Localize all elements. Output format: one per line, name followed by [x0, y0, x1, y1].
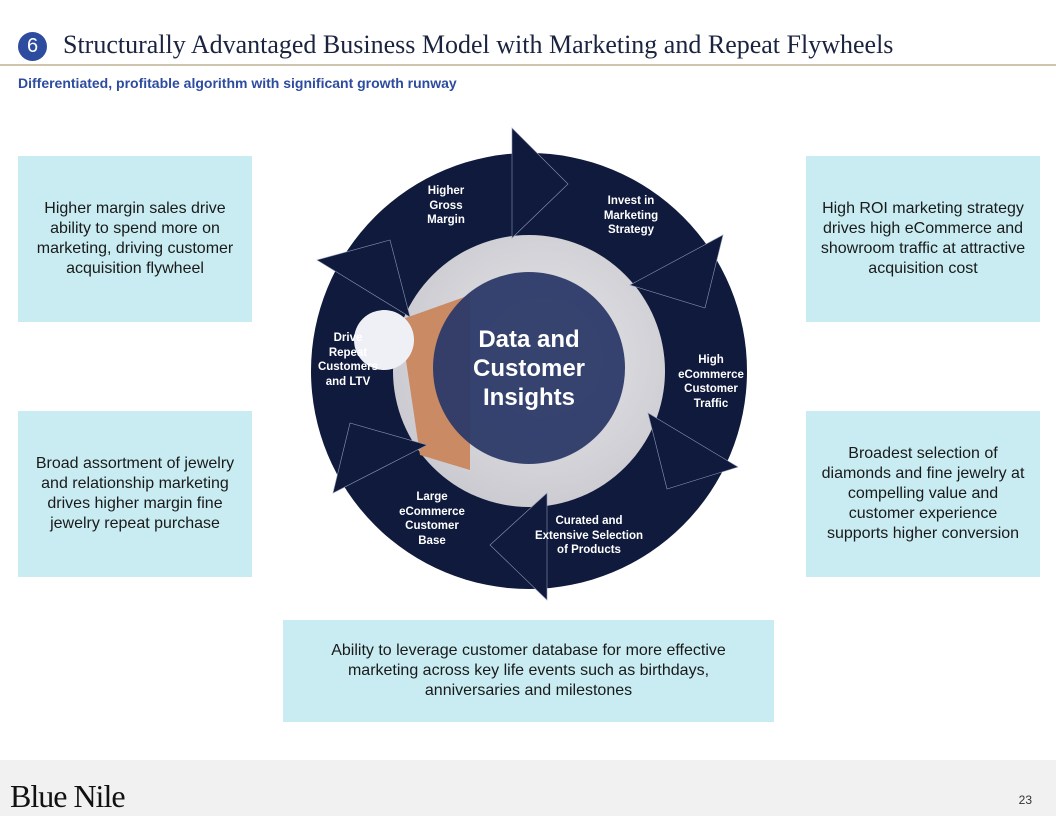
- arrowhead-icon: [489, 492, 548, 601]
- center-label: Data and Customer Insights: [473, 325, 585, 412]
- blue-nile-logo: Blue Nile: [10, 778, 126, 814]
- section-number-badge: 6: [18, 32, 47, 61]
- callout-left-top: Higher margin sales drive ability to spe…: [18, 156, 252, 322]
- center-line: Insights: [482, 384, 575, 411]
- center-circle: [433, 272, 625, 464]
- center-line: Customer: [472, 355, 586, 382]
- arrowhead-icon: [511, 127, 569, 239]
- page-number: 23: [1018, 793, 1032, 807]
- arrowhead-icon: [647, 412, 739, 490]
- arrowhead-icon: [629, 234, 724, 309]
- title-divider: [0, 64, 1056, 66]
- diamond-ring-image: [354, 310, 414, 370]
- page-title: Structurally Advantaged Business Model w…: [63, 30, 894, 59]
- footer-bar: [0, 760, 1056, 816]
- arrowhead-icon: [316, 239, 411, 318]
- center-line: Data and: [478, 326, 580, 353]
- page-subtitle: Differentiated, profitable algorithm wit…: [18, 75, 457, 91]
- callout-left-bottom: Broad assortment of jewelry and relation…: [18, 411, 252, 577]
- callout-right-bottom: Broadest selection of diamonds and fine …: [806, 411, 1040, 577]
- callout-right-top: High ROI marketing strategy drives high …: [806, 156, 1040, 322]
- callout-bottom: Ability to leverage customer database fo…: [283, 620, 774, 722]
- flywheel-diagram: [311, 127, 747, 601]
- arrowhead-icon: [332, 422, 428, 494]
